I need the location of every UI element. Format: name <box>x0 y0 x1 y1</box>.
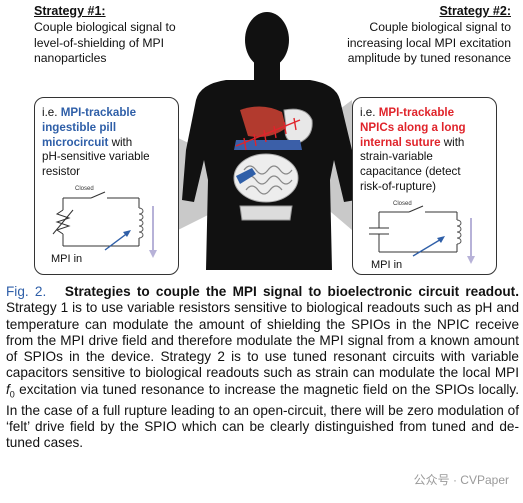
watermark: 公众号 · CVPaper <box>409 470 513 489</box>
strategy2-title: Strategy #2: <box>439 4 511 18</box>
body-illustration <box>178 12 356 270</box>
strategy1-circuit: Closed MPI in <box>51 186 157 265</box>
strategy2-probe-label: MPI in <box>371 259 402 271</box>
strategy2-description: Couple biological signal to increasing l… <box>347 20 511 65</box>
figure-label: Fig. 2. <box>6 284 47 299</box>
caption-body-1: Strategy 1 is to use variable resistors … <box>6 300 519 381</box>
strategy2-circuit: Closed MPI in <box>369 201 475 271</box>
strategy1-header: Strategy #1: Couple biological signal to… <box>34 4 234 67</box>
pill-icon <box>236 168 256 184</box>
strategy1-description: Couple biological signal to level-of-shi… <box>34 20 176 65</box>
strategy1-switch-label: Closed <box>75 186 94 192</box>
caption-f0: f <box>6 381 10 397</box>
strategy2-box-text: i.e. MPI-trackable NPICs along a long in… <box>360 106 466 193</box>
strategy1-callout-box: i.e. MPI-trackable ingestible pill micro… <box>34 97 179 275</box>
figure-caption: Fig. 2. Strategies to couple the MPI sig… <box>6 284 519 451</box>
caption-title: Strategies to couple the MPI signal to b… <box>64 284 519 299</box>
strategy2-header: Strategy #2: Couple biological signal to… <box>301 4 511 67</box>
strategy2-callout-box: i.e. MPI-trackable NPICs along a long in… <box>352 97 497 275</box>
strategy1-title: Strategy #1: <box>34 4 106 18</box>
strategy1-probe-label: MPI in <box>51 253 82 265</box>
strategy2-switch-label: Closed <box>393 201 412 207</box>
strategy1-box-text: i.e. MPI-trackable ingestible pill micro… <box>42 106 150 179</box>
suture-line <box>235 117 301 151</box>
caption-body-2: excitation via tuned resonance to increa… <box>6 381 519 451</box>
